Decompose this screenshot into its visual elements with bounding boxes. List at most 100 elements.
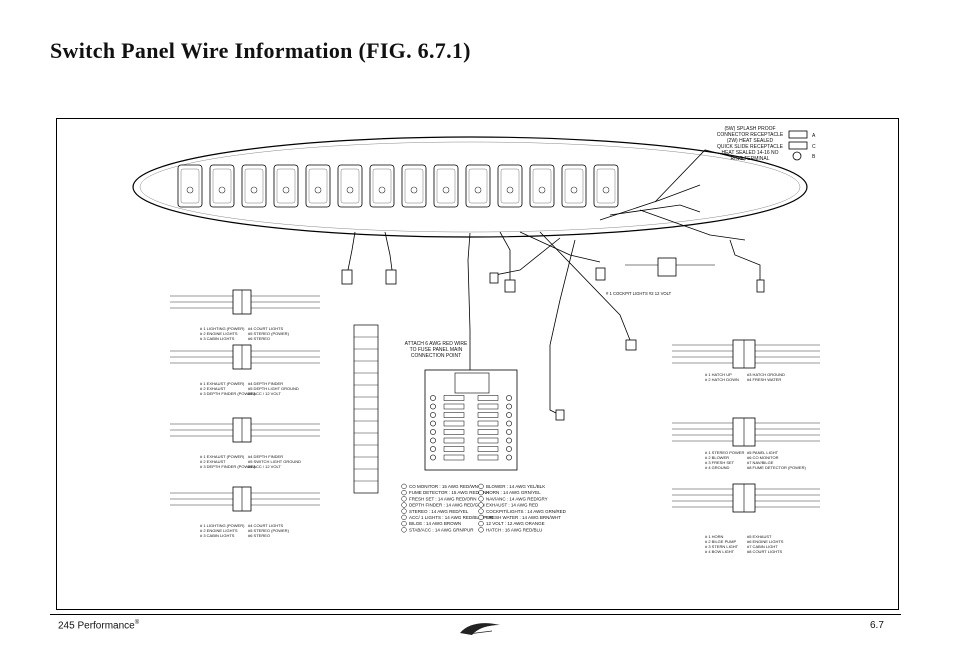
fuse-list-item: EXHAUST : 14 AWG RED xyxy=(486,503,539,508)
switch-symbol-icon xyxy=(346,186,354,194)
fuse-slot xyxy=(443,395,465,401)
fuse-slot xyxy=(477,454,499,461)
fuse-note-line: ATTACH 6 AWG RED WIRE xyxy=(405,341,468,347)
splash-proof-connector-icon xyxy=(788,130,808,139)
fuse-terminal-right xyxy=(506,403,512,410)
plug-pin-label: # 1 EXHAUST (POWER) xyxy=(200,454,245,459)
fuse-list-item: CO MONITOR : 15 AWG RED/WN xyxy=(409,484,478,489)
fuse-number-badge xyxy=(401,520,407,527)
plug-pin-label: # 2 ENGINE LIGHTS xyxy=(200,528,238,533)
switch-symbol-icon xyxy=(442,186,450,194)
plug-pin-label: # 1 EXHAUST (POWER) xyxy=(200,381,245,386)
fuse-terminal-left xyxy=(430,412,436,418)
fuse-terminal-right xyxy=(506,412,512,418)
page-number: 6.7 xyxy=(870,620,884,631)
plug-pin-label: # 3 FRESH SET xyxy=(705,460,735,465)
plug-pin-label: #4 FRESH WATER xyxy=(747,377,781,382)
rocker-switch xyxy=(433,164,459,208)
fuse-slot xyxy=(443,429,465,435)
fuse-number-badge xyxy=(401,483,407,490)
plug-pin-label: #4 DEPTH FINDER xyxy=(248,381,283,386)
fuse-terminal-left xyxy=(430,395,436,401)
harness-wires xyxy=(347,149,761,416)
rocker-switch-face xyxy=(532,168,552,204)
legend-line: HEAT SEALED 14-16 NO xyxy=(721,150,778,156)
fuse-list-item: 12 VOLT : 12 AWG ORANGE xyxy=(486,521,545,526)
switch-symbol-icon xyxy=(218,186,226,194)
switch-symbol-icon xyxy=(410,186,418,194)
cockpit-plug-note: # 1 COCKPIT LIGHTS #2 12 VOLT xyxy=(606,291,672,296)
plug-pin-label: #6 STEREO xyxy=(248,336,270,341)
fuse-list-item: NAV/ANC : 14 AWG RED/GRY xyxy=(486,496,548,501)
rocker-switch xyxy=(497,164,523,208)
fuse-note-line: CONNECTION POINT xyxy=(411,353,461,359)
fuse-terminal-right xyxy=(506,395,512,401)
fuse-list-item: BILGE : 14 AWG BROWN xyxy=(409,521,461,526)
fuse-number-badge xyxy=(478,489,484,496)
fuse-number-badge xyxy=(401,508,407,514)
quick-slide-receptacle-icon xyxy=(788,141,808,150)
plug-pin-label: #6 STEREO xyxy=(248,533,270,538)
legend-line: (5W) SPLASH PROOF xyxy=(724,126,775,132)
switch-symbol-icon xyxy=(474,186,482,194)
switch-symbol-icon xyxy=(506,186,514,194)
left-plug-connectors: # 1 LIGHTING (POWER)#4 COURT LIGHTS# 2 E… xyxy=(170,289,320,538)
fuse-terminal-left xyxy=(430,429,436,435)
fuse-terminal-right xyxy=(506,446,512,452)
plug-pin-label: #5 DEPTH LIGHT GROUND xyxy=(248,386,299,391)
fuse-number-badge xyxy=(478,520,484,527)
legend-letter-b: B xyxy=(812,154,816,160)
fuse-number-badge xyxy=(401,496,407,502)
plug-pin-label: #6 ACC / 12 VOLT xyxy=(248,391,281,396)
rocker-switch xyxy=(401,164,427,208)
fuse-list-item: COCKPIT/LIGHTS : 14 AWG GRN/RED xyxy=(486,509,567,514)
right-plug-connectors: # 1 HATCH UP#3 HATCH GROUND# 2 HATCH DOW… xyxy=(672,339,820,554)
fuse-list-item: ACC/ 1 LIGHTS : 14 AWG RED/BLU/PUR xyxy=(409,515,494,520)
fuse-terminal-left xyxy=(430,454,436,461)
fuse-number-badge xyxy=(401,527,407,533)
fuse-number-badge xyxy=(478,496,484,502)
fuse-terminal-left xyxy=(430,437,436,444)
plug-pin-label: #4 COURT LIGHTS xyxy=(248,326,284,331)
plug-pin-label: # 3 STERN LIGHT xyxy=(705,544,739,549)
rocker-switch-face xyxy=(308,168,328,204)
page-title: Switch Panel Wire Information (FIG. 6.7.… xyxy=(50,38,471,63)
plug-pin-label: # 2 BLOWER xyxy=(705,455,729,460)
fuse-terminal-right xyxy=(506,454,512,461)
switch-symbol-icon xyxy=(186,186,194,194)
fuse-number-badge xyxy=(401,502,407,508)
fuse-terminal-left xyxy=(430,420,436,427)
cockpit-plug: # 1 COCKPIT LIGHTS #2 12 VOLT xyxy=(606,257,715,296)
plug-pin-label: # 2 EXHAUST xyxy=(200,386,226,391)
fuse-slot xyxy=(477,429,499,435)
rocker-switch-face xyxy=(436,168,456,204)
plug-pin-label: #5 EXHAUST xyxy=(747,534,772,539)
footer-rule xyxy=(50,614,901,615)
plug-pin-label: # 4 BOW LIGHT xyxy=(705,549,735,554)
plug-pin-label: #7 NAV/BILGE xyxy=(747,460,774,465)
rocker-switch-face xyxy=(500,168,520,204)
fuse-slot xyxy=(477,420,499,427)
plug-pin-label: #3 HATCH GROUND xyxy=(747,372,785,377)
fuse-terminal-right xyxy=(506,429,512,435)
switch-symbol-icon xyxy=(282,186,290,194)
fuse-panel-label-box xyxy=(454,372,490,394)
fuse-number-badge xyxy=(478,502,484,508)
plug-pin-label: # 2 BILGE PUMP xyxy=(705,539,736,544)
rocker-switch xyxy=(369,164,395,208)
plug-pin-label: #7 CABIN LIGHT xyxy=(747,544,778,549)
switch-panel-inner-outline xyxy=(139,141,801,233)
switch-symbol-icon xyxy=(538,186,546,194)
fuse-note-line: TO FUSE PANEL MAIN xyxy=(410,347,463,353)
switch-symbol-icon xyxy=(570,186,578,194)
ring-terminal-icon xyxy=(792,151,802,161)
fuse-list-item: HATCH : 16 AWG RED/BLU xyxy=(486,527,542,532)
plug-pin-label: # 3 DEPTH FINDER (POWER) xyxy=(200,391,256,396)
fuse-slot xyxy=(443,412,465,418)
rocker-switch-face xyxy=(212,168,232,204)
footer-product-name: 245 Performance xyxy=(58,620,135,632)
fuse-number-badge xyxy=(478,483,484,490)
plug-pin-label: #8 COURT LIGHTS xyxy=(747,549,783,554)
